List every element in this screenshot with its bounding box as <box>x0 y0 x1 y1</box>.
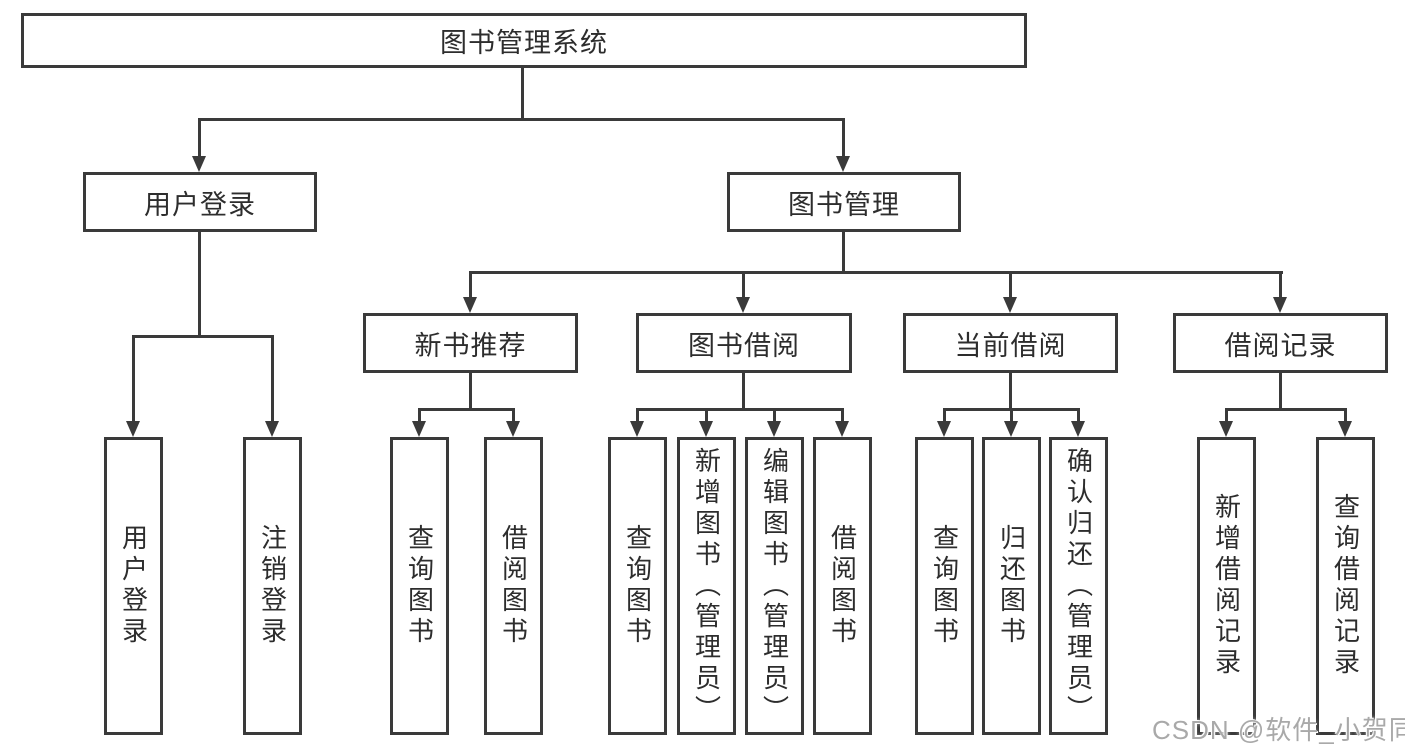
node-user-login-leaf: 用户登录 <box>104 437 163 735</box>
connector-line <box>742 371 745 411</box>
arrowhead-icon <box>699 421 713 437</box>
connector-line <box>469 271 1283 274</box>
arrowhead-icon <box>835 421 849 437</box>
node-label: 图书借阅 <box>688 330 800 361</box>
connector-line <box>1344 408 1347 423</box>
connector-line <box>1225 408 1347 411</box>
node-label: 新增借阅记录 <box>1211 493 1242 679</box>
arrowhead-icon <box>1004 421 1018 437</box>
node-label: 用户登录 <box>144 189 256 220</box>
node-label: 新增图书（管理员） <box>691 446 722 726</box>
node-cb-query-books: 查询图书 <box>915 437 974 735</box>
arrowhead-icon <box>1273 297 1287 313</box>
connector-line <box>521 66 524 121</box>
node-label: 查询图书 <box>929 524 960 648</box>
node-cb-return-books: 归还图书 <box>982 437 1041 735</box>
node-user-login: 用户登录 <box>83 172 317 232</box>
node-new-book-recommendation: 新书推荐 <box>363 313 578 373</box>
node-bb-edit-books-admin: 编辑图书（管理员） <box>745 437 804 735</box>
connector-line <box>1279 371 1282 411</box>
arrowhead-icon <box>265 421 279 437</box>
arrowhead-icon <box>836 156 850 172</box>
node-label: 查询图书 <box>404 524 435 648</box>
arrowhead-icon <box>1219 421 1233 437</box>
connector-line <box>943 408 946 423</box>
node-br-query-record: 查询借阅记录 <box>1316 437 1375 735</box>
node-label: 当前借阅 <box>954 330 1067 361</box>
connector-line <box>773 408 776 423</box>
node-label: 确认归还（管理员） <box>1063 446 1094 726</box>
node-label: 借阅图书 <box>498 524 529 648</box>
connector-line <box>841 408 844 423</box>
node-label: 借阅记录 <box>1224 330 1337 361</box>
node-current-borrowing: 当前借阅 <box>903 313 1118 373</box>
connector-line <box>418 408 515 411</box>
node-logout: 注销登录 <box>243 437 302 735</box>
arrowhead-icon <box>630 421 644 437</box>
node-cb-confirm-return-admin: 确认归还（管理员） <box>1049 437 1108 735</box>
node-label: 注销登录 <box>257 524 288 648</box>
arrowhead-icon <box>1003 297 1017 313</box>
arrowhead-icon <box>463 297 477 313</box>
node-label: 用户登录 <box>118 524 149 648</box>
connector-line <box>512 408 515 423</box>
connector-line <box>1009 271 1012 299</box>
node-rec-borrow-books: 借阅图书 <box>484 437 543 735</box>
connector-line <box>842 230 845 274</box>
csdn-watermark: CSDN @软件_小贺同学 <box>1152 715 1405 745</box>
connector-line <box>1279 271 1282 299</box>
connector-line <box>418 408 421 423</box>
arrowhead-icon <box>412 421 426 437</box>
connector-line <box>469 271 472 299</box>
connector-line <box>198 118 845 121</box>
connector-line <box>742 271 745 299</box>
connector-line <box>1225 408 1228 423</box>
node-library-management-system: 图书管理系统 <box>21 13 1027 68</box>
node-label: 新书推荐 <box>414 330 527 361</box>
node-book-borrowing: 图书借阅 <box>636 313 852 373</box>
connector-line <box>132 335 274 338</box>
arrowhead-icon <box>506 421 520 437</box>
connector-line <box>636 408 844 411</box>
node-label: 归还图书 <box>996 524 1027 648</box>
connector-line <box>469 371 472 411</box>
connector-line <box>271 335 274 423</box>
node-borrowing-records: 借阅记录 <box>1173 313 1388 373</box>
node-bb-borrow-books: 借阅图书 <box>813 437 872 735</box>
node-label: 查询图书 <box>622 524 653 648</box>
arrowhead-icon <box>736 297 750 313</box>
connector-line <box>1009 371 1012 411</box>
connector-line <box>636 408 639 423</box>
node-label: 查询借阅记录 <box>1330 493 1361 679</box>
arrowhead-icon <box>937 421 951 437</box>
connector-line <box>1010 408 1013 423</box>
connector-line <box>198 118 201 158</box>
arrowhead-icon <box>767 421 781 437</box>
node-label: 图书管理 <box>788 189 900 220</box>
node-rec-query-books: 查询图书 <box>390 437 449 735</box>
arrowhead-icon <box>1338 421 1352 437</box>
arrowhead-icon <box>192 156 206 172</box>
connector-line <box>705 408 708 423</box>
node-label: 借阅图书 <box>827 524 858 648</box>
node-label: 图书管理系统 <box>440 28 608 58</box>
connector-line <box>1077 408 1080 423</box>
arrowhead-icon <box>126 421 140 437</box>
node-bb-add-books-admin: 新增图书（管理员） <box>677 437 736 735</box>
node-label: 编辑图书（管理员） <box>759 446 790 726</box>
node-bb-query-books: 查询图书 <box>608 437 667 735</box>
connector-line <box>132 335 135 423</box>
node-book-management: 图书管理 <box>727 172 961 232</box>
connector-line <box>842 118 845 158</box>
connector-line <box>198 230 201 338</box>
node-br-add-record: 新增借阅记录 <box>1197 437 1256 735</box>
arrowhead-icon <box>1071 421 1085 437</box>
